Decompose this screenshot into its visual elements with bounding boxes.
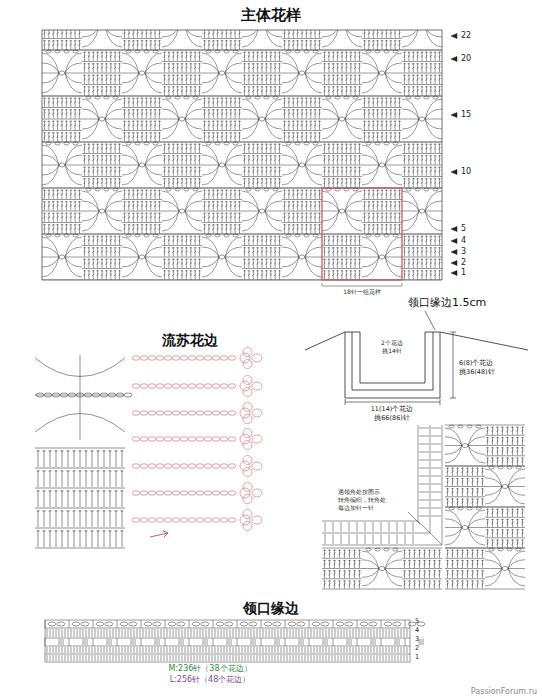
repeat-note: 18针一组花样 <box>343 289 381 295</box>
section-title: 领口缘边1.5cm <box>408 297 486 308</box>
edging-stitch-chart <box>45 620 425 662</box>
row-number: 20 <box>461 55 471 63</box>
fringe-stitch-chart <box>35 355 132 548</box>
dimension-label: 11(14)个花边 <box>371 406 414 413</box>
row-number: 5 <box>461 225 466 233</box>
note-text: 转角编织，转角处 <box>338 498 386 504</box>
leader-line <box>408 512 420 524</box>
row-number: 3 <box>415 636 419 643</box>
corner-stitch-chart <box>322 425 525 589</box>
row-number: 4 <box>415 627 419 634</box>
watermark: PassionForum.ru <box>471 688 537 696</box>
other-charts <box>35 30 528 662</box>
main-pattern-chart <box>42 30 442 280</box>
section-title: 流苏花边 <box>162 333 218 347</box>
row-number: 5 <box>415 618 419 625</box>
note-text: 每边加针一针 <box>338 506 374 512</box>
corner-edging <box>322 425 442 545</box>
section-title: 主体花样 <box>241 8 301 23</box>
row-number: 3 <box>461 248 466 256</box>
size-count: M:236针（38个花边） <box>168 665 251 673</box>
row-number: 10 <box>461 168 471 176</box>
dimension-label: 挑14针 <box>382 348 402 354</box>
dimension-label: 2个花边 <box>381 340 403 346</box>
dimension-label: 挑36(48)针 <box>459 369 495 376</box>
size-count: L:256针（48个花边） <box>170 676 251 684</box>
neckline-outline <box>305 332 528 398</box>
row-number: 1 <box>461 269 466 277</box>
row-number: 1 <box>415 654 419 661</box>
tassel-chain <box>132 348 262 531</box>
dimension-label: 6(8)个花边 <box>459 360 493 367</box>
dimension-line <box>345 332 456 405</box>
chart-border <box>42 30 442 280</box>
direction-arrow <box>150 531 168 537</box>
row-number: 15 <box>461 111 471 119</box>
dimension-label: 挑66(86)针 <box>374 415 410 422</box>
row-number: 2 <box>461 259 466 267</box>
row-number: 22 <box>461 32 471 40</box>
stitch-symbols <box>42 30 442 280</box>
section-title: 领口缘边 <box>243 601 299 615</box>
row-number: 2 <box>415 645 419 652</box>
row-number: 4 <box>461 237 466 245</box>
leader-line <box>425 311 435 330</box>
note-text: 遇领角处按图示 <box>338 490 380 496</box>
row-arrow <box>451 34 457 276</box>
repeat-bracket <box>322 283 402 286</box>
repeat-frame <box>322 188 402 280</box>
